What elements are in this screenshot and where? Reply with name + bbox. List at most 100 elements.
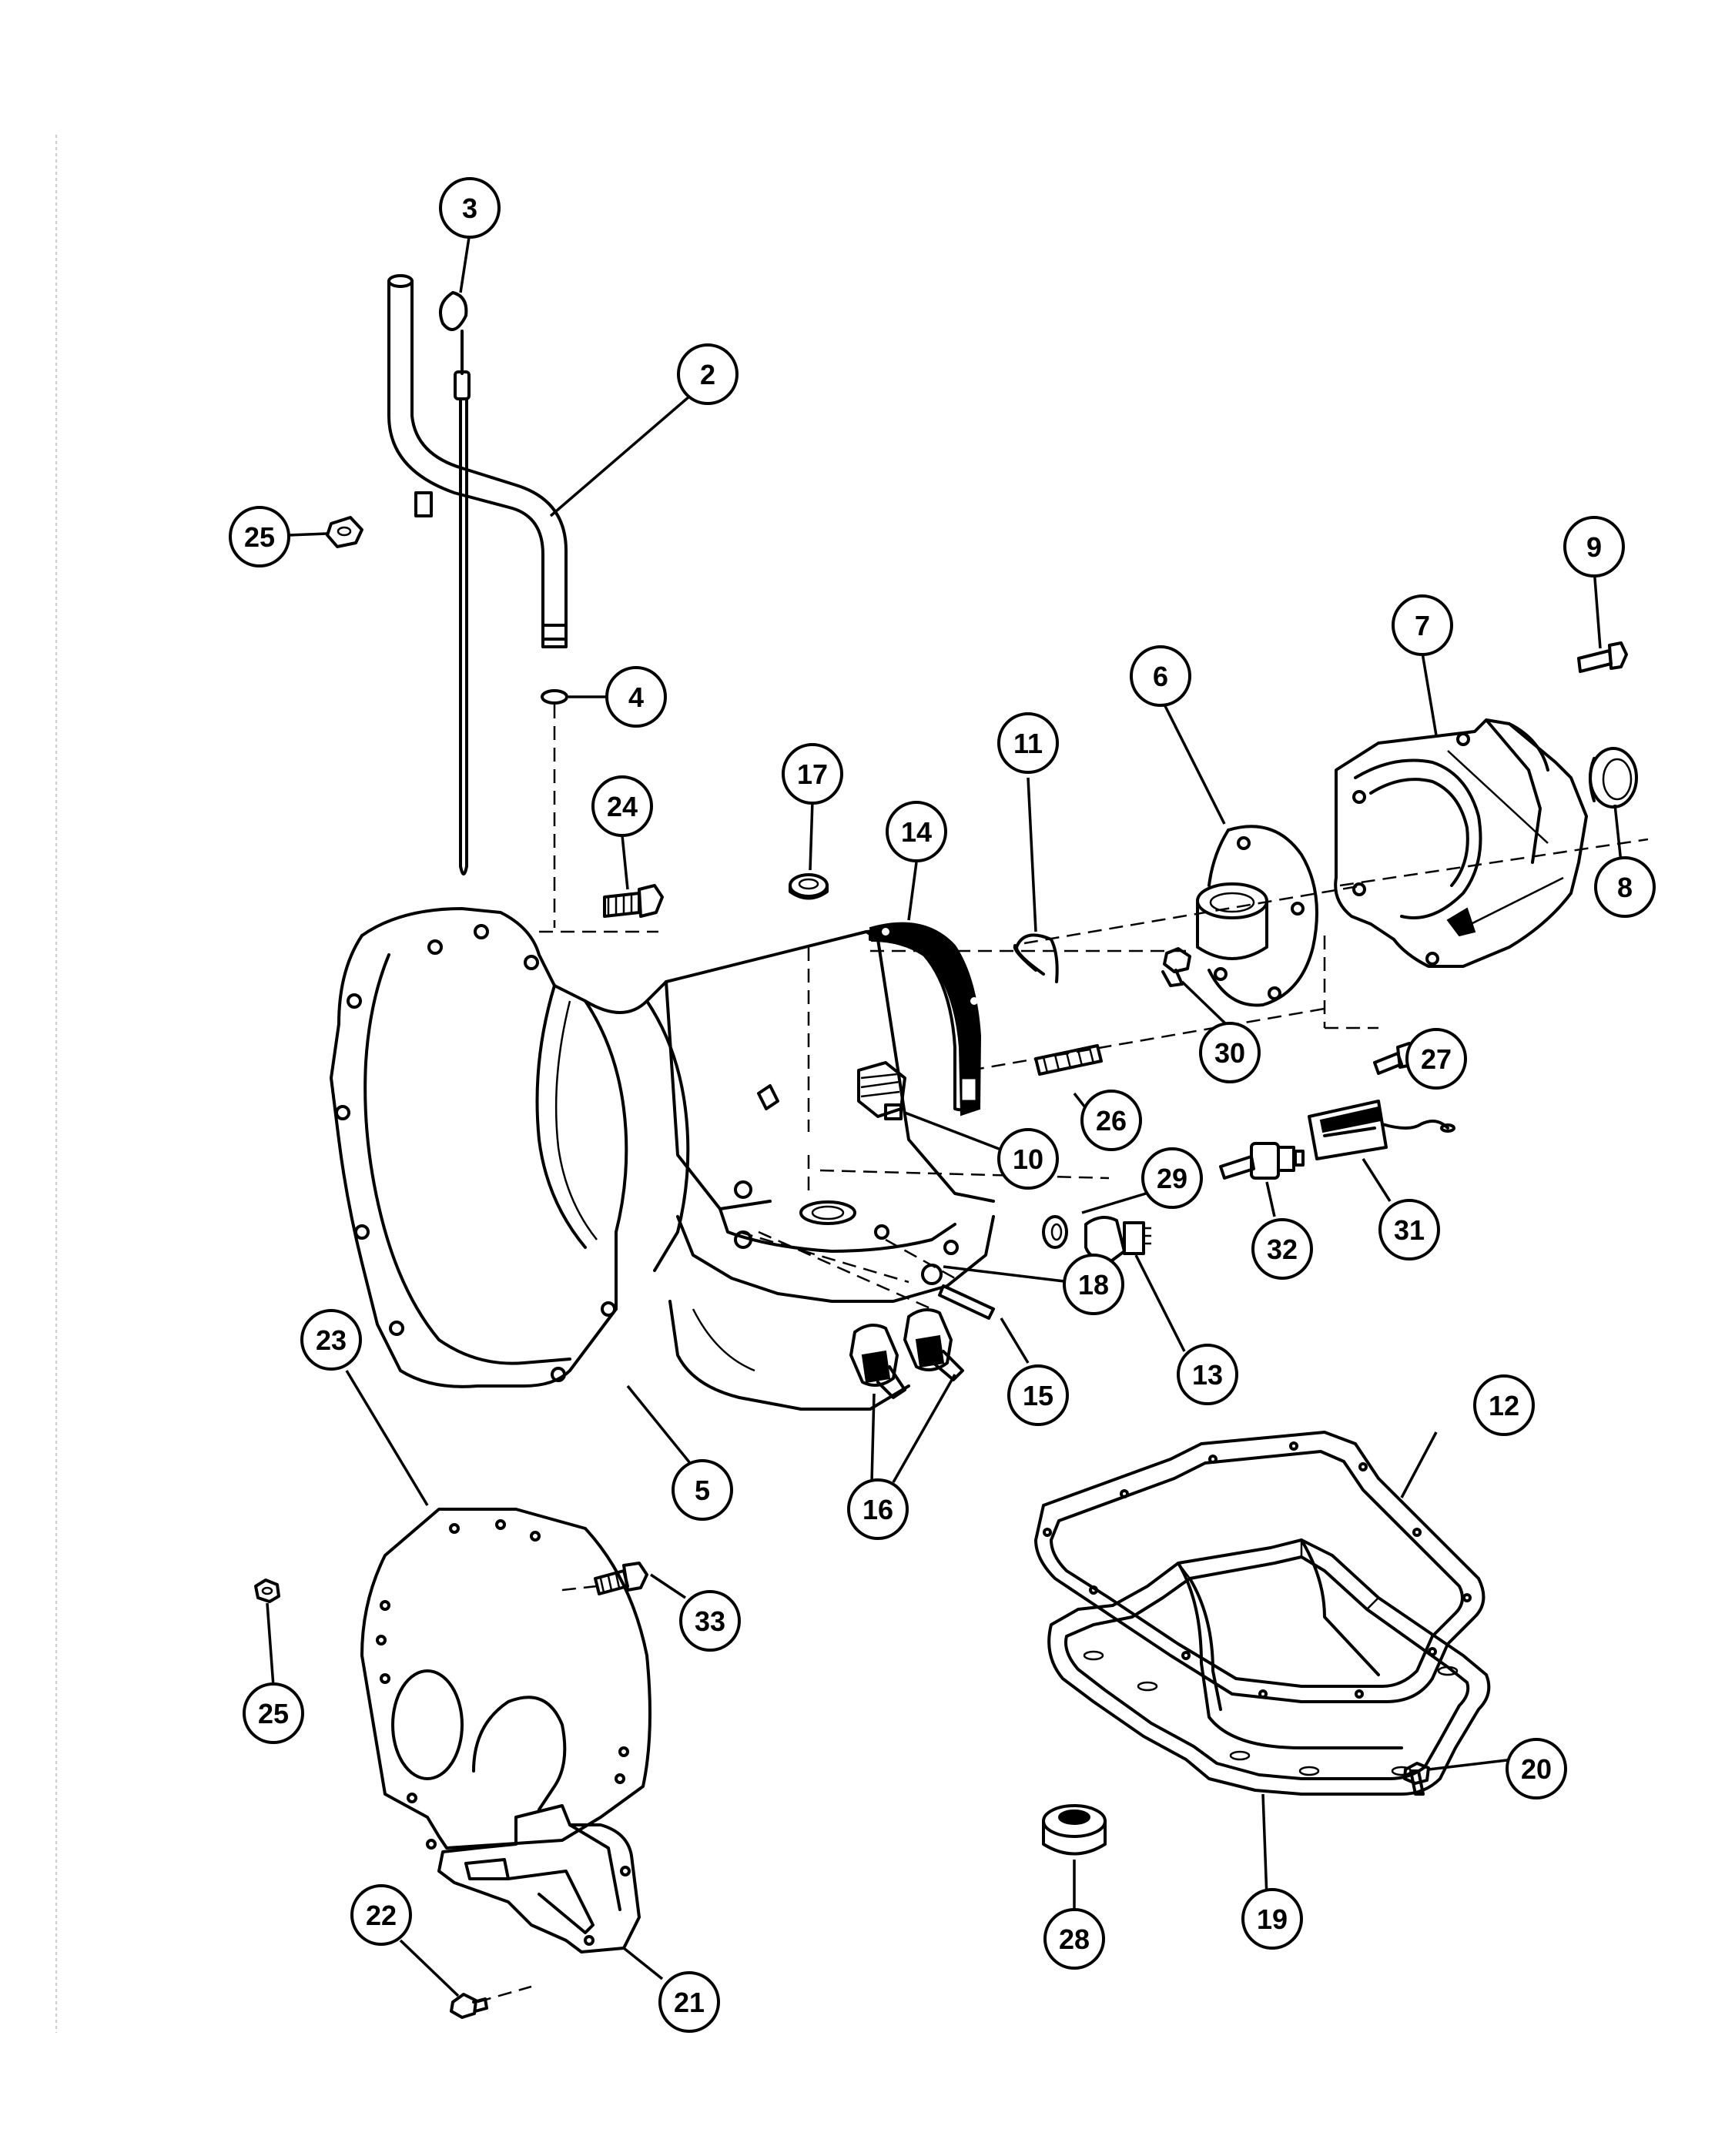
part-nut-25b — [254, 1578, 280, 1603]
callout-3: 3 — [439, 177, 501, 239]
dashed-guide — [739, 1230, 909, 1284]
dashed-guide — [1339, 838, 1649, 887]
svg-text:4: 4 — [628, 681, 644, 713]
callout-20: 20 — [1506, 1738, 1567, 1799]
callout-27: 27 — [1405, 1028, 1467, 1090]
part-adapter-plate-23 — [360, 1508, 651, 1850]
svg-text:31: 31 — [1394, 1214, 1425, 1246]
svg-text:15: 15 — [1023, 1380, 1053, 1411]
callout-12: 12 — [1473, 1374, 1535, 1436]
callout-31: 31 — [1378, 1199, 1440, 1260]
part-solenoid-31 — [1308, 1100, 1455, 1160]
part-snap-ring-11 — [1013, 933, 1059, 983]
svg-text:21: 21 — [674, 1987, 705, 2018]
callout-14: 14 — [886, 801, 947, 862]
dashed-guide — [1023, 884, 1364, 945]
svg-text:18: 18 — [1078, 1269, 1109, 1301]
part-switch-13 — [1084, 1216, 1151, 1264]
svg-text:13: 13 — [1192, 1359, 1223, 1391]
callout-2: 2 — [677, 343, 739, 405]
part-seal-8 — [1589, 747, 1638, 808]
leader-lines — [266, 232, 1623, 1997]
callout-33: 33 — [679, 1590, 741, 1652]
callout-28: 28 — [1043, 1908, 1105, 1970]
part-grommet-28 — [1042, 1804, 1107, 1856]
callout-19: 19 — [1241, 1888, 1303, 1950]
part-bolt-24 — [603, 884, 664, 918]
svg-text:17: 17 — [797, 758, 828, 790]
part-pin-15 — [938, 1284, 995, 1320]
svg-text:2: 2 — [700, 359, 715, 390]
callout-25-top: 25 — [229, 506, 290, 567]
svg-text:29: 29 — [1157, 1163, 1187, 1194]
svg-text:28: 28 — [1059, 1923, 1090, 1955]
part-oring-4 — [541, 689, 568, 705]
callout-29: 29 — [1141, 1147, 1203, 1209]
callout-24: 24 — [591, 775, 653, 837]
part-bolt-9 — [1577, 641, 1628, 673]
callout-11: 11 — [997, 712, 1059, 774]
callout-4: 4 — [605, 666, 667, 728]
part-adapter-plate-6 — [1196, 825, 1318, 1007]
part-sensor-32 — [1219, 1142, 1305, 1180]
callout-17: 17 — [782, 743, 843, 805]
svg-text:12: 12 — [1489, 1390, 1519, 1421]
part-gasket-14 — [869, 922, 982, 1116]
part-oil-pan-19 — [1047, 1538, 1491, 1796]
callout-30: 30 — [1199, 1022, 1261, 1083]
part-ball-18 — [921, 1264, 943, 1285]
callout-18: 18 — [1063, 1254, 1124, 1315]
part-plug-10 — [857, 1061, 906, 1120]
dashed-guide — [885, 1238, 956, 1280]
callout-13: 13 — [1177, 1344, 1238, 1405]
part-dust-shield-21 — [437, 1804, 641, 1953]
callout-15: 15 — [1007, 1364, 1069, 1426]
svg-text:32: 32 — [1267, 1234, 1298, 1265]
callout-10: 10 — [997, 1128, 1059, 1190]
svg-text:16: 16 — [862, 1494, 893, 1525]
callout-16: 16 — [847, 1478, 909, 1540]
callout-8: 8 — [1594, 856, 1656, 918]
svg-text:22: 22 — [366, 1900, 397, 1931]
part-bolt-33 — [594, 1562, 648, 1595]
part-dipstick-tube — [387, 274, 568, 648]
svg-text:11: 11 — [1013, 728, 1043, 759]
dashed-guide — [758, 1230, 933, 1311]
svg-text:7: 7 — [1415, 610, 1430, 641]
svg-text:9: 9 — [1586, 531, 1602, 563]
dashed-guide — [561, 1585, 598, 1592]
callout-21: 21 — [658, 1971, 720, 2033]
callout-25-bottom: 25 — [243, 1682, 304, 1744]
svg-text:20: 20 — [1521, 1753, 1552, 1785]
part-nut-25a — [326, 516, 363, 548]
part-transmission-case — [330, 907, 995, 1411]
part-fitting-16a — [849, 1324, 906, 1399]
part-dipstick — [439, 291, 471, 875]
svg-text:10: 10 — [1013, 1143, 1043, 1175]
callout-5: 5 — [672, 1459, 733, 1521]
part-extension-housing-7 — [1334, 718, 1588, 968]
callout-6: 6 — [1130, 645, 1191, 707]
svg-text:25: 25 — [244, 521, 275, 553]
dashed-guide — [970, 1007, 1325, 1072]
svg-text:30: 30 — [1214, 1037, 1245, 1069]
svg-text:27: 27 — [1421, 1043, 1452, 1075]
part-bolt-22 — [450, 1993, 488, 2019]
svg-text:25: 25 — [258, 1698, 289, 1729]
callout-9: 9 — [1563, 516, 1625, 578]
svg-text:33: 33 — [695, 1605, 725, 1637]
svg-text:24: 24 — [607, 791, 638, 822]
callout-32: 32 — [1251, 1218, 1313, 1280]
part-pan-gasket-12 — [1034, 1431, 1486, 1703]
part-fitting-16b — [903, 1308, 964, 1381]
callout-22: 22 — [350, 1884, 412, 1946]
svg-text:23: 23 — [316, 1324, 347, 1356]
part-bolt-20 — [1403, 1762, 1430, 1796]
svg-text:6: 6 — [1153, 661, 1168, 692]
svg-text:19: 19 — [1257, 1903, 1288, 1935]
svg-text:14: 14 — [901, 816, 932, 848]
part-stud-26 — [1034, 1044, 1103, 1076]
svg-text:3: 3 — [462, 192, 477, 224]
part-bolt-30 — [1161, 947, 1191, 987]
